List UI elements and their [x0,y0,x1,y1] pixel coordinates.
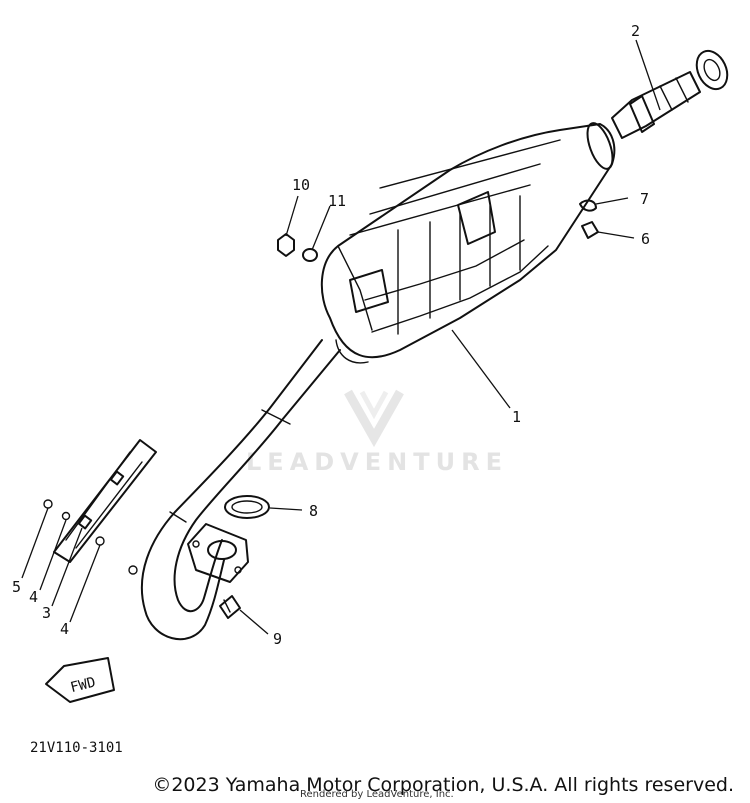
exhaust-pipe [128,339,341,641]
flange-bolt [219,595,241,619]
rendered-by-note: Rendered by LeadVenture, Inc. [300,789,454,800]
callouts: 1 2 3 4 4 5 6 7 8 9 10 11 [12,22,650,648]
nut-and-washer [277,233,318,262]
callout-5: 5 [12,578,21,596]
callout-10: 10 [292,176,310,194]
copyright-text: ©2023 Yamaha Motor Corporation, U.S.A. A… [152,774,734,796]
fwd-label: FWD [69,674,97,696]
heat-protector [43,439,157,563]
callout-4b: 4 [60,620,69,638]
callout-8: 8 [309,502,318,520]
leadventure-watermark: LEADVENTURE [246,389,508,476]
tail-pipe-assembly [611,49,729,139]
outlet-bolt-and-washer [579,199,599,239]
leader-lines [21,39,661,635]
watermark-text: LEADVENTURE [246,448,508,476]
muffler-body [320,122,616,364]
copyright-notice: ©2023 Yamaha Motor Corporation, U.S.A. A… [0,774,750,796]
callout-6: 6 [641,230,650,248]
callout-9: 9 [273,630,282,648]
callout-7: 7 [640,190,649,208]
callout-1: 1 [512,408,521,426]
drawing-code: 21V110-3101 [30,740,123,756]
callout-4a: 4 [29,588,38,606]
fwd-arrow: FWD [45,657,115,703]
callout-11: 11 [328,192,346,210]
callout-2: 2 [631,22,640,40]
gasket [224,495,270,519]
callout-3: 3 [42,604,51,622]
